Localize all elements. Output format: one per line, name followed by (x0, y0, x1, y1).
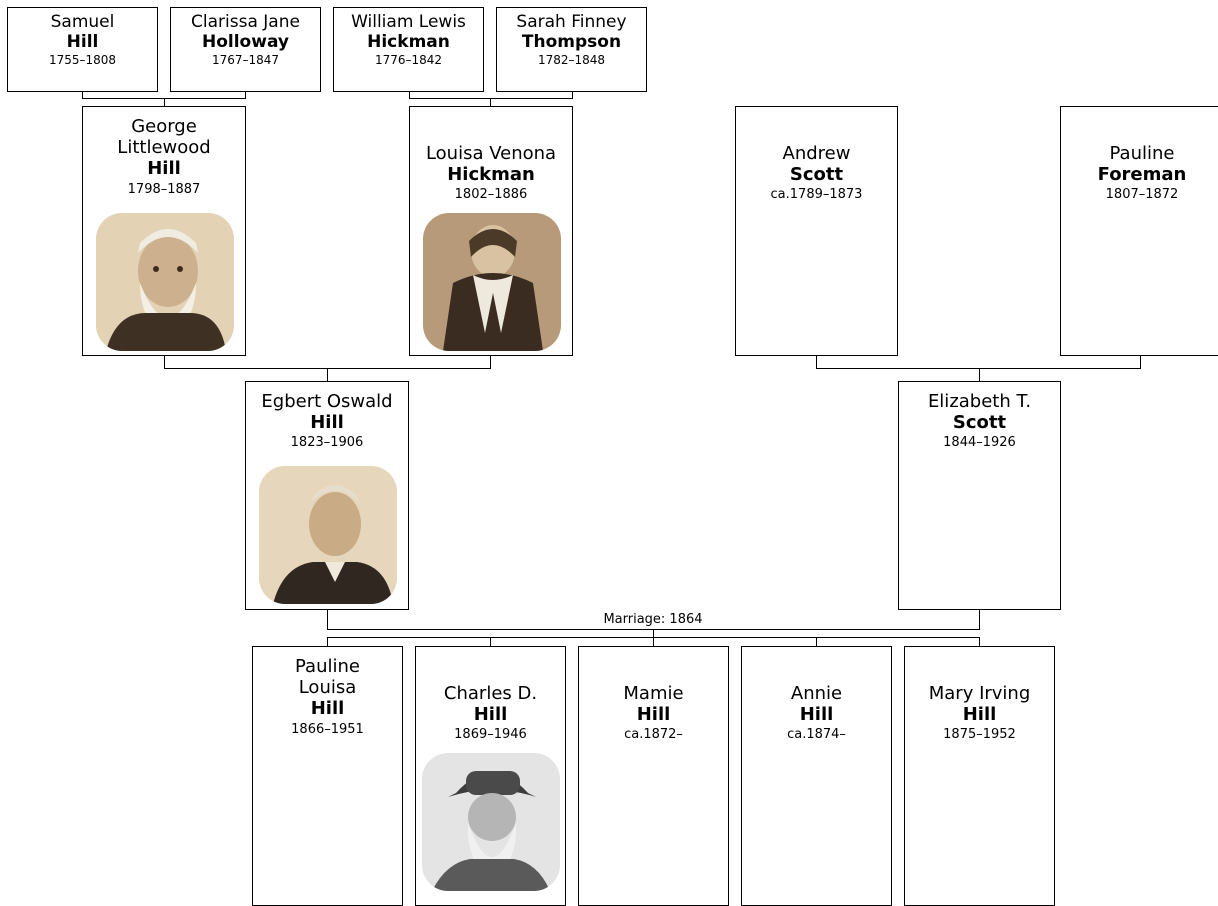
surname: Hill (799, 704, 834, 726)
surname: Hickman (447, 164, 535, 186)
surname: Hill (147, 158, 181, 180)
portrait-photo (423, 213, 561, 351)
person-card-charles-hill[interactable]: Charles D. Hill 1869–1946 (415, 646, 566, 906)
connector-line (979, 368, 980, 381)
surname: Hill (962, 704, 997, 726)
surname: Scott (789, 164, 844, 186)
life-dates: 1875–1952 (943, 727, 1016, 743)
given-name: Andrew (782, 143, 851, 164)
person-card-pauline-louisa-hill[interactable]: Pauline Louisa Hill 1866–1951 (252, 646, 403, 906)
person-card-mamie-hill[interactable]: Mamie Hill ca.1872– (578, 646, 729, 906)
surname: Holloway (202, 32, 289, 53)
connector-line (816, 637, 817, 646)
life-dates: 1776–1842 (374, 53, 443, 68)
portrait-photo (422, 753, 560, 891)
connector-line (979, 637, 980, 646)
connector-line (979, 609, 980, 629)
marriage-label: Marriage: 1864 (603, 612, 703, 627)
given-name: Clarissa Jane (191, 12, 300, 32)
given-name: Egbert Oswald (261, 391, 393, 412)
surname: Foreman (1097, 164, 1187, 186)
person-card-clarissa-holloway[interactable]: Clarissa Jane Holloway 1767–1847 (170, 7, 321, 92)
connector-line (82, 91, 83, 98)
person-card-william-hickman[interactable]: William Lewis Hickman 1776–1842 (333, 7, 484, 92)
surname: Hill (473, 704, 508, 726)
connector-line (490, 355, 491, 368)
connector-line (409, 98, 573, 99)
connector-line (816, 355, 817, 368)
given-name: Mamie (623, 683, 684, 704)
connector-line (327, 368, 328, 381)
life-dates: 1767–1847 (211, 53, 280, 68)
life-dates: 1782–1848 (537, 53, 606, 68)
connector-line (490, 637, 491, 646)
given-name: William Lewis (351, 12, 466, 32)
person-card-mary-irving-hill[interactable]: Mary Irving Hill 1875–1952 (904, 646, 1055, 906)
given-name: Mary Irving (928, 683, 1031, 704)
surname: Scott (952, 412, 1007, 434)
life-dates: 1798–1887 (127, 181, 201, 197)
person-card-sarah-thompson[interactable]: Sarah Finney Thompson 1782–1848 (496, 7, 647, 92)
connector-line (327, 637, 328, 646)
connector-line (164, 98, 165, 106)
life-dates: ca.1872– (624, 727, 683, 743)
person-card-louisa-hickman[interactable]: Louisa Venona Hickman 1802–1886 (409, 106, 573, 356)
portrait-photo (259, 466, 397, 604)
life-dates: ca.1789–1873 (770, 187, 863, 203)
life-dates: 1823–1906 (290, 435, 364, 451)
surname: Hill (310, 698, 345, 720)
connector-line (409, 91, 410, 98)
given-name: Pauline Louisa (295, 656, 360, 699)
surname: Hill (310, 412, 344, 434)
surname: Hill (66, 32, 99, 53)
life-dates: 1807–1872 (1105, 187, 1179, 203)
connector-line (653, 629, 654, 638)
connector-line (816, 368, 1141, 369)
life-dates: 1755–1808 (48, 53, 117, 68)
person-card-annie-hill[interactable]: Annie Hill ca.1874– (741, 646, 892, 906)
connector-line (164, 355, 165, 368)
given-name: Annie (790, 683, 843, 704)
life-dates: 1802–1886 (454, 187, 528, 203)
life-dates: ca.1874– (787, 727, 846, 743)
given-name: Charles D. (443, 683, 538, 704)
given-name: Samuel (50, 12, 115, 32)
person-card-samuel-hill[interactable]: Samuel Hill 1755–1808 (7, 7, 158, 92)
connector-line (1140, 355, 1141, 368)
surname: Hickman (367, 32, 450, 53)
connector-line (653, 637, 654, 646)
person-card-egbert-hill[interactable]: Egbert Oswald Hill 1823–1906 (245, 381, 409, 610)
person-card-andrew-scott[interactable]: Andrew Scott ca.1789–1873 (735, 106, 898, 356)
life-dates: 1869–1946 (454, 727, 527, 743)
person-card-elizabeth-scott[interactable]: Elizabeth T. Scott 1844–1926 (898, 381, 1061, 610)
given-name: Louisa Venona (425, 143, 557, 164)
connector-line (245, 91, 246, 98)
life-dates: 1866–1951 (291, 721, 364, 737)
person-card-pauline-foreman[interactable]: Pauline Foreman 1807–1872 (1060, 106, 1218, 356)
given-name: George Littlewood (117, 116, 211, 159)
given-name: Elizabeth T. (927, 391, 1032, 412)
surname: Thompson (521, 32, 622, 53)
person-card-george-hill[interactable]: George Littlewood Hill 1798–1887 (82, 106, 246, 356)
surname: Hill (636, 704, 671, 726)
connector-line (490, 98, 491, 106)
connector-line (572, 91, 573, 98)
life-dates: 1844–1926 (943, 435, 1016, 451)
portrait-photo (96, 213, 234, 351)
connector-line (327, 609, 328, 629)
given-name: Sarah Finney (516, 12, 627, 32)
given-name: Pauline (1109, 143, 1175, 164)
